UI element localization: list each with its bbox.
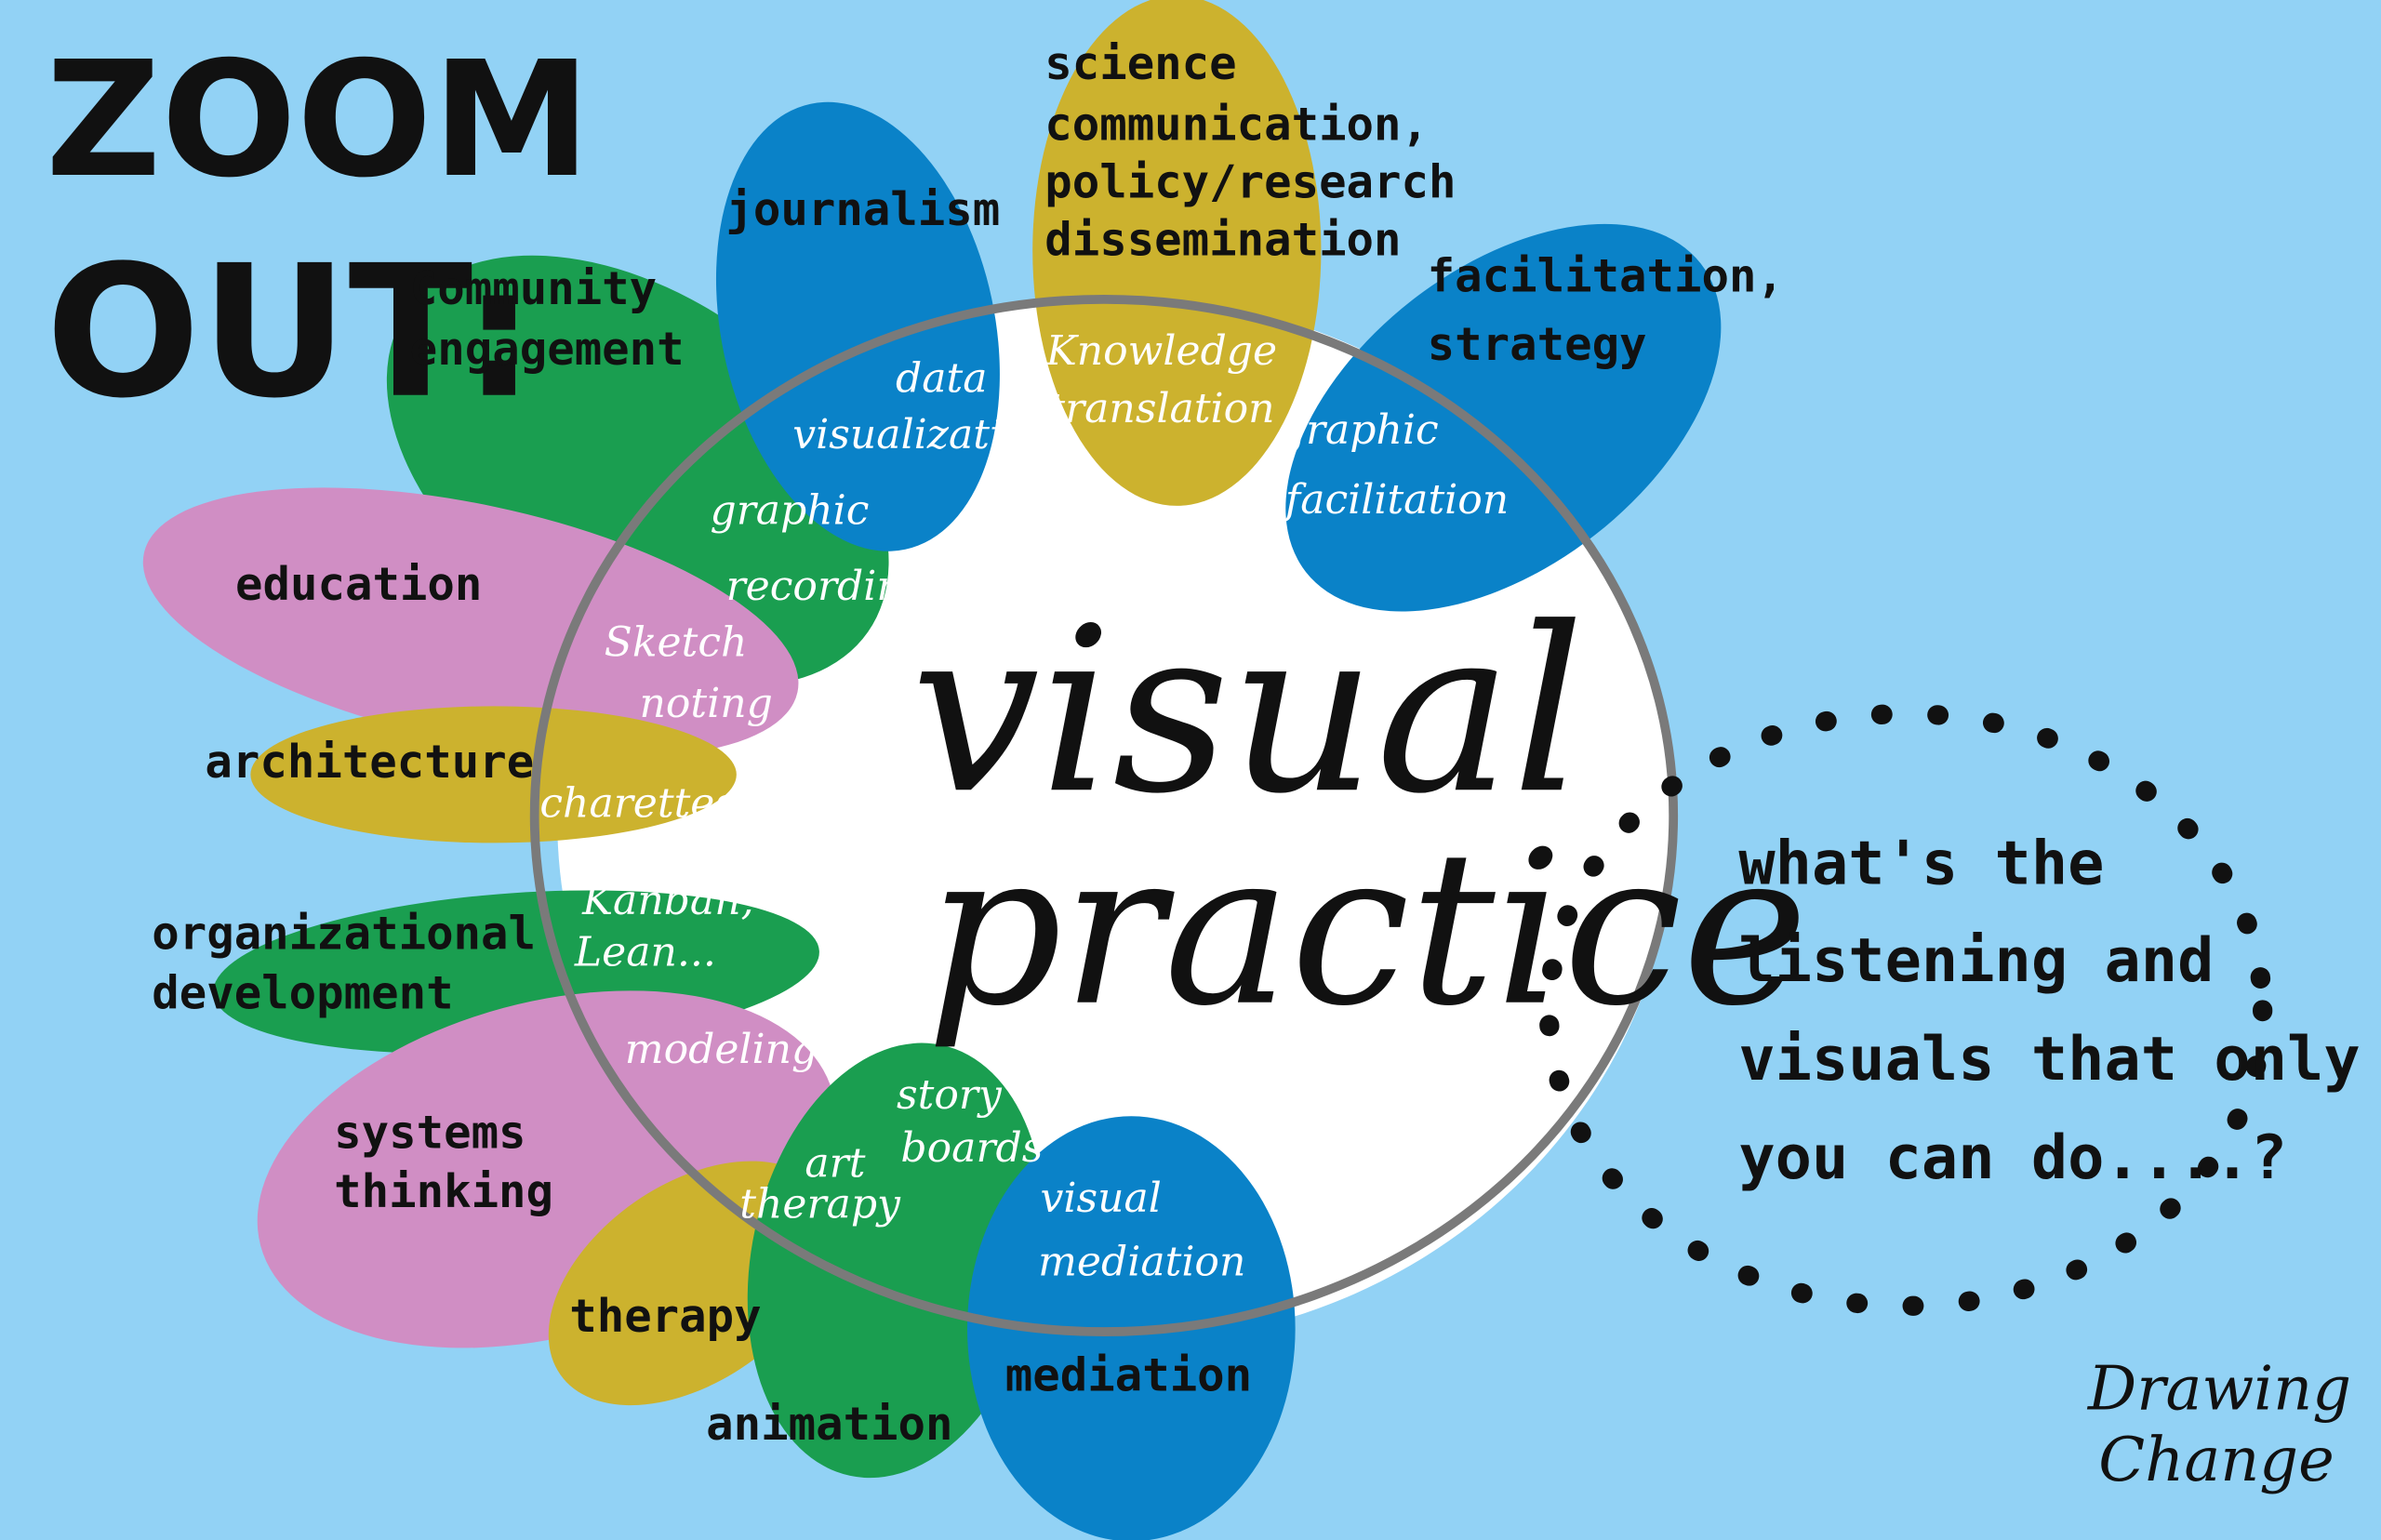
- petal-journalism: [715, 101, 1000, 551]
- label-education: education: [235, 558, 482, 611]
- label-animation: animation: [706, 1398, 952, 1451]
- label-mediation: mediation: [1005, 1349, 1252, 1402]
- label-therapy: therapy: [569, 1290, 761, 1343]
- petal-science-communication: [1032, 0, 1322, 506]
- dotted-thought-bubble: [1538, 703, 2273, 1316]
- inner-kanban-lean: Kanban,Lean...: [574, 877, 754, 976]
- petal-education: [142, 487, 799, 758]
- label-facilitation-strategy: facilitation,strategy: [1428, 250, 1784, 371]
- petals: [142, 0, 1722, 1540]
- inner-charettes: charettes: [539, 780, 736, 828]
- label-architecture: architecture: [205, 736, 534, 789]
- practice-ring: [529, 294, 1679, 1336]
- petal-animation: [747, 1042, 1044, 1479]
- label-journalism: journalism: [725, 183, 1000, 236]
- center-title-visual: visual: [911, 578, 1585, 843]
- center-title-practice: practice: [926, 805, 1808, 1053]
- heading-zoom: ZOOM: [46, 28, 591, 213]
- petal-facilitation: [1285, 223, 1722, 612]
- inner-modeling: modeling: [625, 1026, 818, 1073]
- petal-architecture: [250, 706, 737, 843]
- heading-out: OUT:: [46, 227, 536, 439]
